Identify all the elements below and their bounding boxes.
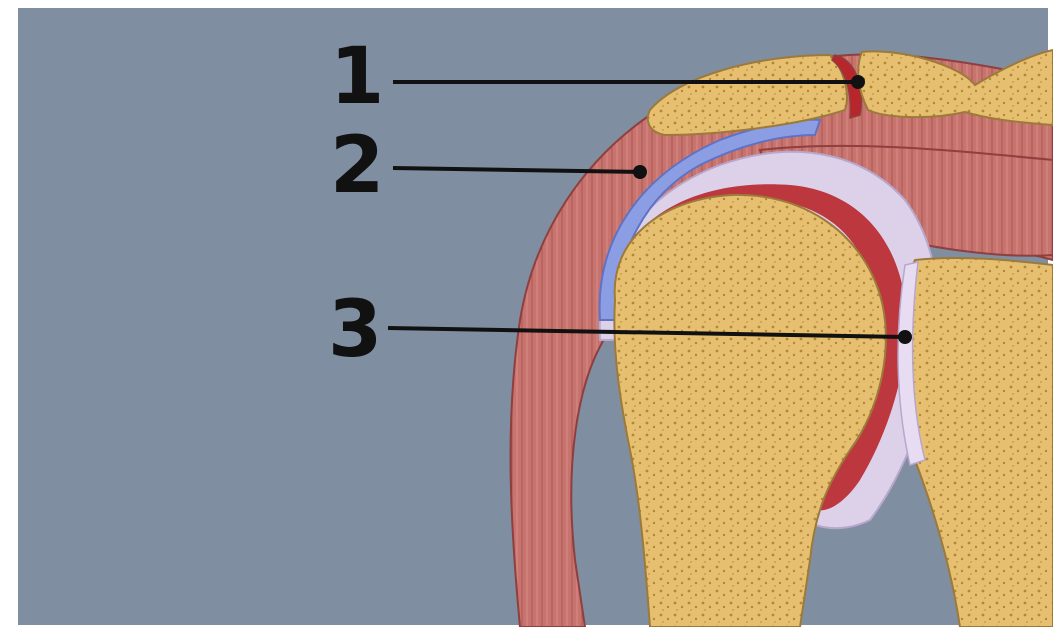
leader-dot-2 xyxy=(633,165,647,179)
callout-number-1: 1 xyxy=(330,32,384,122)
callout-number-2: 2 xyxy=(330,121,384,211)
leader-dot-1 xyxy=(851,75,865,89)
callout-number-3: 3 xyxy=(328,285,382,375)
leader-dot-3 xyxy=(898,330,912,344)
